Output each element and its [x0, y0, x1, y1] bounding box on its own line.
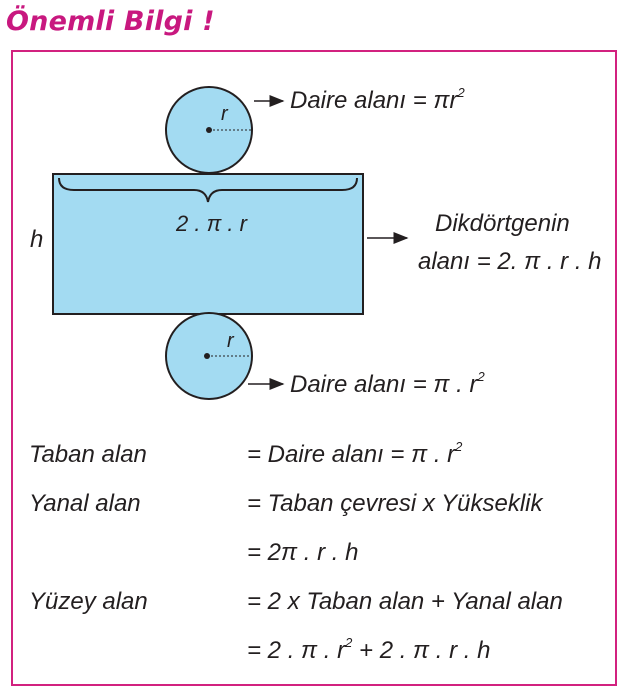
rectangle-area-label-line2: alanı = 2. π . r . h — [418, 248, 602, 275]
top-radius-label: r — [221, 103, 228, 125]
formula-value-taban: = Daire alanı = π . r2 — [247, 439, 463, 468]
formula-label-yuzey: Yüzey alan — [29, 588, 148, 615]
formula-label-taban: Taban alan — [29, 441, 147, 468]
page-title: Önemli Bilgi ! — [6, 6, 215, 37]
circumference-label: 2 . π . r — [176, 211, 247, 236]
bottom-radius-label: r — [227, 330, 234, 352]
formula-value-yanal-expanded: = 2π . r . h — [247, 539, 359, 566]
formula-value-yuzey-expanded: = 2 . π . r2 + 2 . π . r . h — [247, 635, 491, 664]
top-circle-area-label: Daire alanı = πr2 — [290, 85, 465, 114]
formula-value-yuzey: = 2 x Taban alan + Yanal alan — [247, 588, 563, 615]
lateral-rectangle — [52, 173, 364, 315]
bottom-circle-area-label: Daire alanı = π . r2 — [290, 369, 485, 398]
formula-label-yanal: Yanal alan — [29, 490, 141, 517]
top-circle-area-exponent: 2 — [457, 85, 465, 100]
height-label: h — [30, 226, 44, 253]
formula-value-yanal: = Taban çevresi x Yükseklik — [247, 490, 543, 517]
circumference-brace — [58, 177, 358, 203]
info-box-frame — [11, 50, 617, 686]
rectangle-area-label-line1: Dikdörtgenin — [435, 210, 570, 237]
bottom-circle-area-exponent: 2 — [477, 369, 485, 384]
